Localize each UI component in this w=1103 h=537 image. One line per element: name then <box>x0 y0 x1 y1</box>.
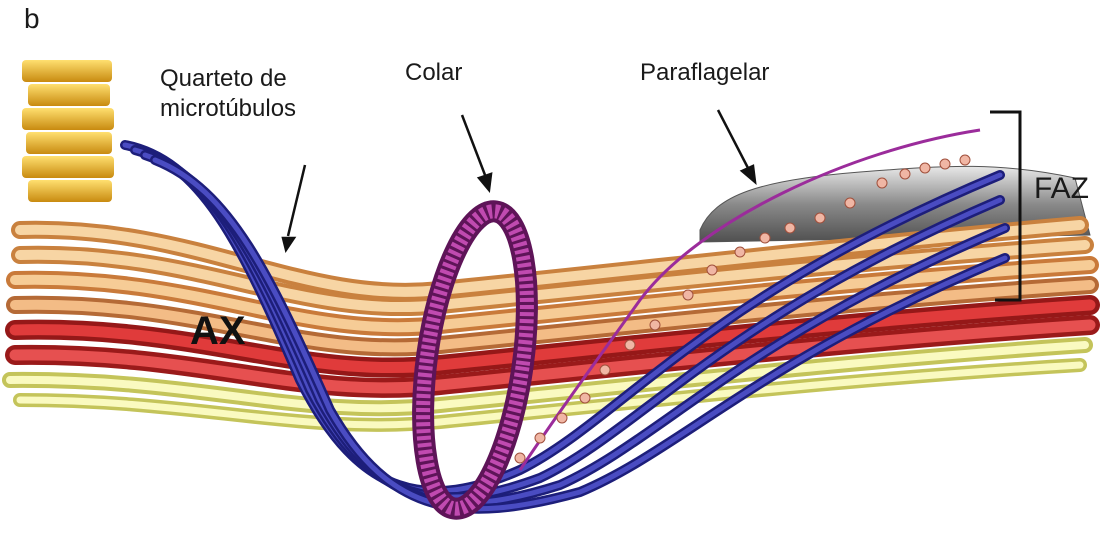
microtubule-quartet-label-line2: microtúbulos <box>160 94 296 124</box>
microtubule-quartet-label: Quarteto de microtúbulos <box>160 64 296 124</box>
microtubule-quartet-label-line1: Quarteto de <box>160 64 296 94</box>
basal-body <box>22 60 114 202</box>
axoneme-label: AX <box>190 316 246 346</box>
axoneme-bundle <box>10 225 1090 425</box>
panel-letter: b <box>24 4 40 34</box>
paraflagellar-label: Paraflagelar <box>640 58 769 88</box>
collar-label: Colar <box>405 58 462 88</box>
faz-label: FAZ <box>1034 174 1089 204</box>
